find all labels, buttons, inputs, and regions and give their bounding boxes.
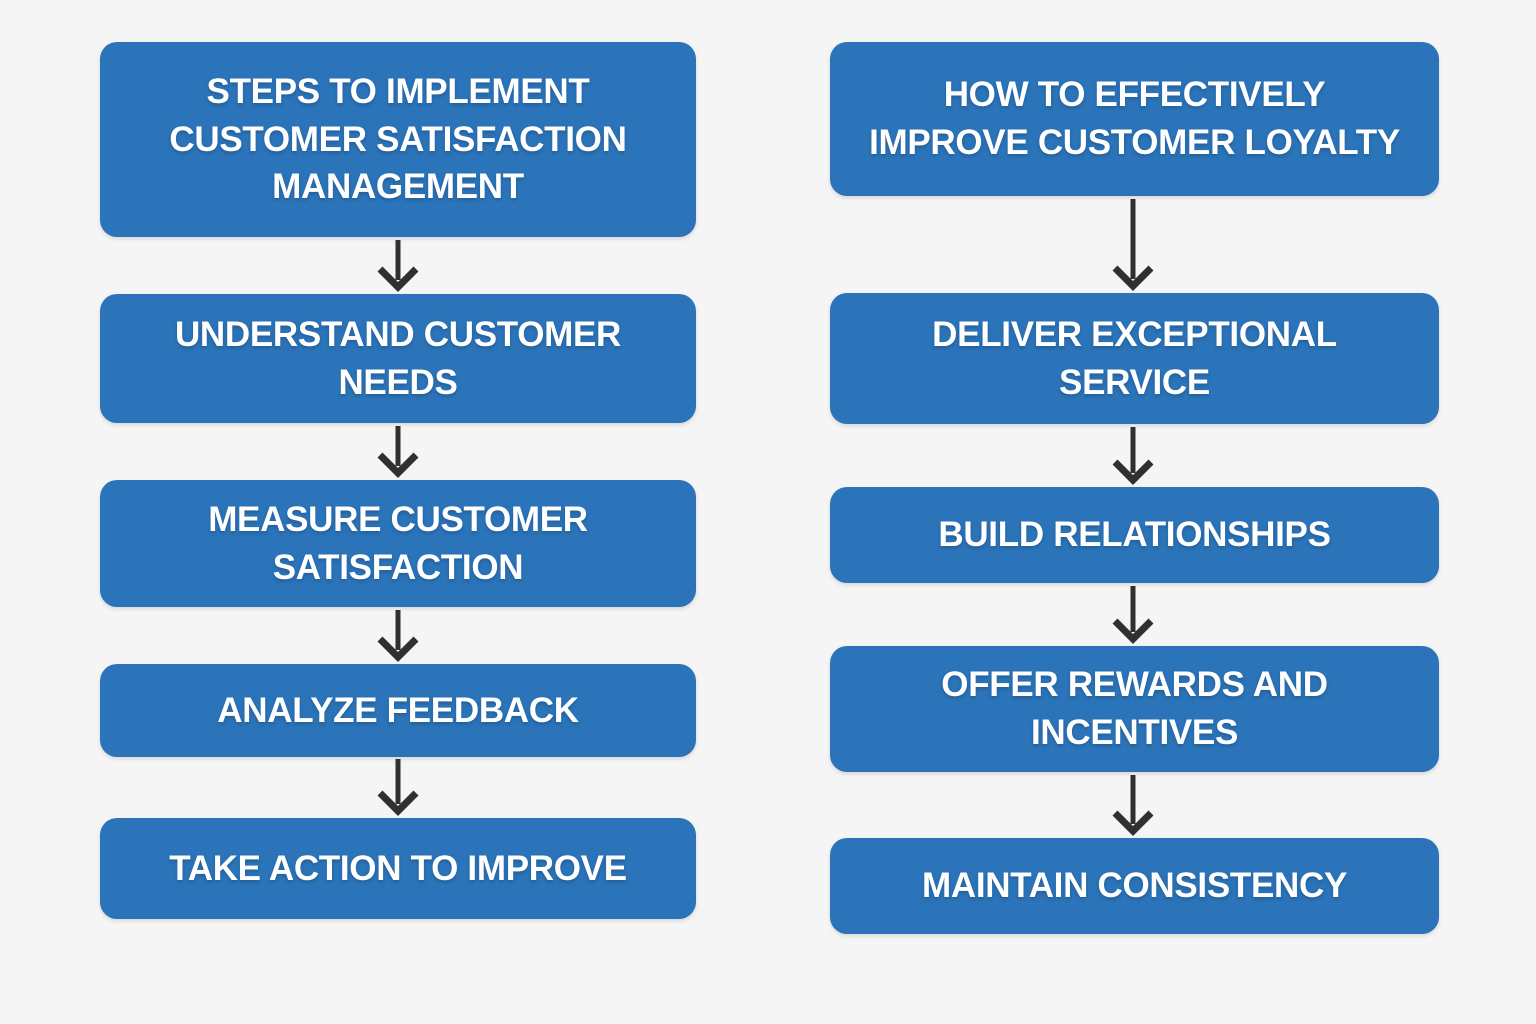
text-line: CUSTOMER SATISFACTION — [169, 119, 627, 159]
text-line: SERVICE — [1059, 362, 1210, 402]
flow-step-box-take-action: TAKE ACTION TO IMPROVE — [100, 818, 696, 919]
flow-step-box-maintain-consistency: MAINTAIN CONSISTENCY — [830, 838, 1439, 934]
text-line: TAKE ACTION TO IMPROVE — [169, 848, 627, 888]
text-line: STEPS TO IMPLEMENT — [206, 72, 590, 112]
text-line: OFFER REWARDS AND — [941, 665, 1328, 705]
text-line: HOW TO EFFECTIVELY — [943, 75, 1326, 115]
flow-title-box-loyalty: HOW TO EFFECTIVELY IMPROVE CUSTOMER LOYA… — [830, 42, 1439, 196]
flow-step-box-offer-rewards: OFFER REWARDS AND INCENTIVES — [830, 646, 1439, 772]
text-line: SATISFACTION — [272, 547, 524, 587]
arrow-down-icon — [1112, 586, 1154, 644]
arrow-down-icon — [377, 759, 419, 816]
text-line: NEEDS — [338, 362, 458, 402]
text-line: ANALYZE FEEDBACK — [217, 690, 579, 730]
flow-step-box-measure-satisfaction: MEASURE CUSTOMER SATISFACTION — [100, 480, 696, 607]
flow-step-box-deliver-service: DELIVER EXCEPTIONAL SERVICE — [830, 293, 1439, 424]
text-line: MAINTAIN CONSISTENCY — [921, 866, 1348, 906]
flow-title-box-satisfaction: STEPS TO IMPLEMENT CUSTOMER SATISFACTION… — [100, 42, 696, 237]
text-line: UNDERSTAND CUSTOMER — [174, 314, 622, 354]
arrow-down-icon — [377, 240, 419, 292]
arrow-down-icon — [1112, 427, 1154, 485]
flow-step-box-analyze-feedback: ANALYZE FEEDBACK — [100, 664, 696, 757]
text-line: IMPROVE CUSTOMER LOYALTY — [869, 123, 1400, 162]
arrow-down-icon — [377, 610, 419, 662]
flow-step-box-build-relationships: BUILD RELATIONSHIPS — [830, 487, 1439, 583]
arrow-down-icon — [1112, 775, 1154, 836]
flow-step-box-understand-needs: UNDERSTAND CUSTOMER NEEDS — [100, 294, 696, 423]
text-line: MANAGEMENT — [272, 167, 524, 207]
text-line: INCENTIVES — [1030, 713, 1239, 752]
arrow-down-icon — [1112, 199, 1154, 291]
text-line: BUILD RELATIONSHIPS — [938, 515, 1331, 555]
arrow-down-icon — [377, 426, 419, 478]
text-line: MEASURE CUSTOMER — [208, 499, 588, 539]
text-line: DELIVER EXCEPTIONAL — [932, 314, 1337, 354]
